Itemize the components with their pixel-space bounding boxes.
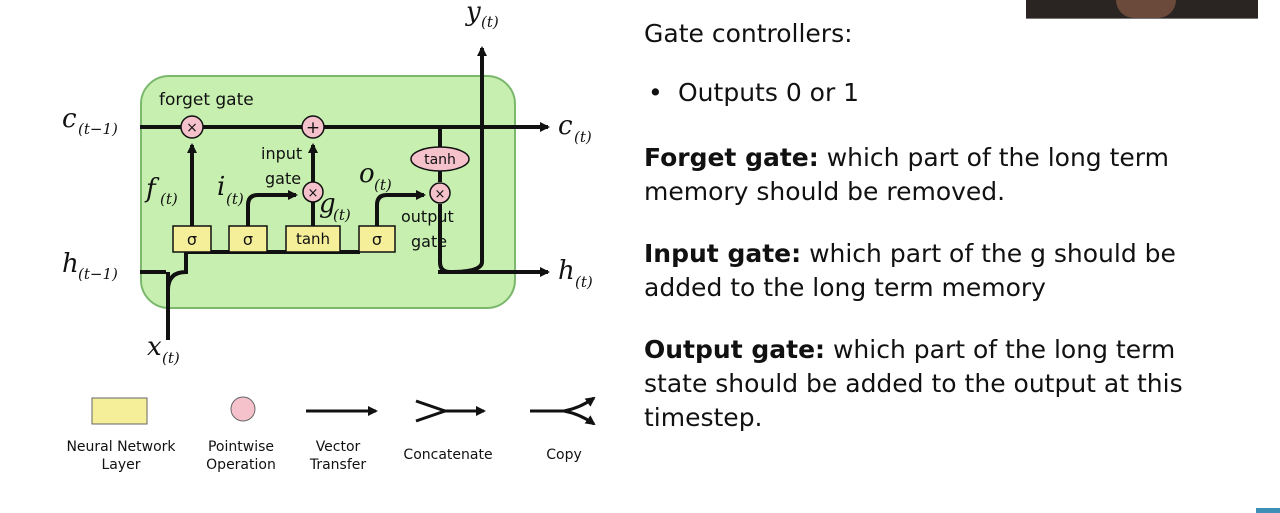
h-prev-label: h (t−1) (62, 249, 118, 283)
legend-label-concatenate: Concatenate (403, 447, 492, 463)
output-multiply-op: × (429, 182, 451, 204)
neural-layer-output: σ (358, 225, 396, 253)
forget-gate-paragraph: Forget gate: which part of the long term… (644, 141, 1244, 209)
output-arrow (375, 190, 426, 226)
lstm-cell-diagram: σ σ tanh σ × + × × tanh forget gate inpu… (62, 0, 596, 473)
gate-controllers-text-panel: Gate controllers: • Outputs 0 or 1 Forget… (644, 18, 1244, 432)
svg-text:(t): (t) (162, 349, 180, 367)
forget-multiply-op: × (180, 115, 204, 139)
svg-text:o: o (359, 159, 375, 189)
neural-layer-input: σ (228, 225, 268, 253)
y-output-label: y (t) (465, 0, 499, 31)
svg-text:+: + (306, 118, 320, 138)
concatenate-icon (415, 399, 486, 423)
output-gate-label-2: gate (411, 232, 447, 251)
y-output-line (449, 46, 487, 274)
svg-text:tanh: tanh (296, 230, 330, 248)
svg-text:h: h (558, 256, 575, 286)
svg-text:σ: σ (187, 230, 197, 249)
pointwise-operation-icon (230, 396, 256, 422)
gate-controllers-list: • Outputs 0 or 1 (644, 77, 1244, 110)
svg-text:×: × (308, 186, 319, 201)
forget-gate-label: forget gate (159, 90, 254, 110)
legend: Neural Network Layer Pointwise Operation… (66, 396, 596, 473)
outputs-bullet-item: • Outputs 0 or 1 (644, 77, 1244, 110)
output-gate-label-1: output (401, 207, 454, 226)
input-gate-label-2: gate (265, 169, 301, 188)
svg-text:σ: σ (243, 230, 253, 249)
i-label: i (t) (217, 172, 244, 208)
svg-text:i: i (217, 172, 225, 202)
forget-gate-description: which part of the long term memory shoul… (644, 143, 1169, 206)
x-input-label: x (t) (147, 332, 180, 367)
neural-network-layer-icon (91, 397, 148, 425)
input-gate-description: which part of the g should be added to t… (644, 239, 1176, 302)
svg-text:c: c (62, 104, 77, 134)
c-next-label: c (t) (558, 111, 592, 146)
svg-text:(t): (t) (226, 190, 244, 208)
forget-gate-heading: Forget gate: (644, 143, 819, 172)
svg-text:(t): (t) (160, 190, 178, 208)
output-gate-heading: Output gate: (644, 335, 826, 364)
c-prev-label: c (t−1) (62, 104, 118, 138)
input-gate-paragraph: Input gate: which part of the g should b… (644, 237, 1244, 305)
webcam-person (1116, 0, 1176, 18)
legend-label-layer-2: Layer (101, 457, 140, 473)
h-next-label: h (t) (558, 256, 593, 291)
svg-text:(t−1): (t−1) (78, 120, 118, 138)
svg-text:σ: σ (372, 230, 382, 249)
tanh-op: tanh (410, 146, 470, 172)
g-label: g (t) (319, 189, 351, 224)
input-gate-heading: Input gate: (644, 239, 802, 268)
svg-text:(t): (t) (575, 273, 593, 291)
svg-text:h: h (62, 249, 79, 279)
copy-icon (530, 396, 596, 426)
neural-layer-tanh: tanh (285, 225, 341, 253)
svg-text:x: x (147, 332, 162, 362)
svg-text:tanh: tanh (424, 152, 456, 168)
add-op: + (301, 115, 325, 139)
o-label: o (t) (359, 159, 392, 194)
output-gate-paragraph: Output gate: which part of the long term… (644, 333, 1244, 435)
input-gate-label-1: input (261, 144, 302, 163)
bullet-icon: • (648, 77, 663, 107)
legend-label-vector-1: Vector (316, 439, 361, 455)
svg-text:(t): (t) (481, 13, 499, 31)
legend-label-pointwise-2: Operation (206, 457, 276, 473)
webcam-thumbnail (1026, 0, 1258, 19)
svg-text:y: y (465, 0, 481, 27)
input-arrow (246, 190, 298, 226)
svg-text:(t): (t) (374, 176, 392, 194)
legend-label-copy: Copy (546, 447, 582, 463)
gate-controllers-title: Gate controllers: (644, 19, 853, 48)
svg-text:×: × (186, 120, 198, 136)
svg-text:g: g (319, 189, 336, 219)
legend-label-pointwise-1: Pointwise (208, 439, 274, 455)
svg-text:(t−1): (t−1) (78, 265, 118, 283)
output-gate-description: which part of the long term state should… (644, 335, 1183, 432)
legend-label-layer-1: Neural Network (66, 439, 176, 455)
outputs-bullet-text: Outputs 0 or 1 (678, 77, 860, 107)
svg-text:×: × (435, 187, 446, 202)
output-to-hidden-line (438, 204, 451, 274)
svg-text:(t): (t) (333, 206, 351, 224)
legend-label-vector-2: Transfer (309, 457, 367, 473)
svg-text:(t): (t) (574, 128, 592, 146)
neural-layer-forget: σ (172, 225, 212, 253)
svg-text:c: c (558, 111, 573, 141)
corner-indicator (1256, 508, 1280, 513)
input-multiply-op: × (302, 181, 324, 203)
